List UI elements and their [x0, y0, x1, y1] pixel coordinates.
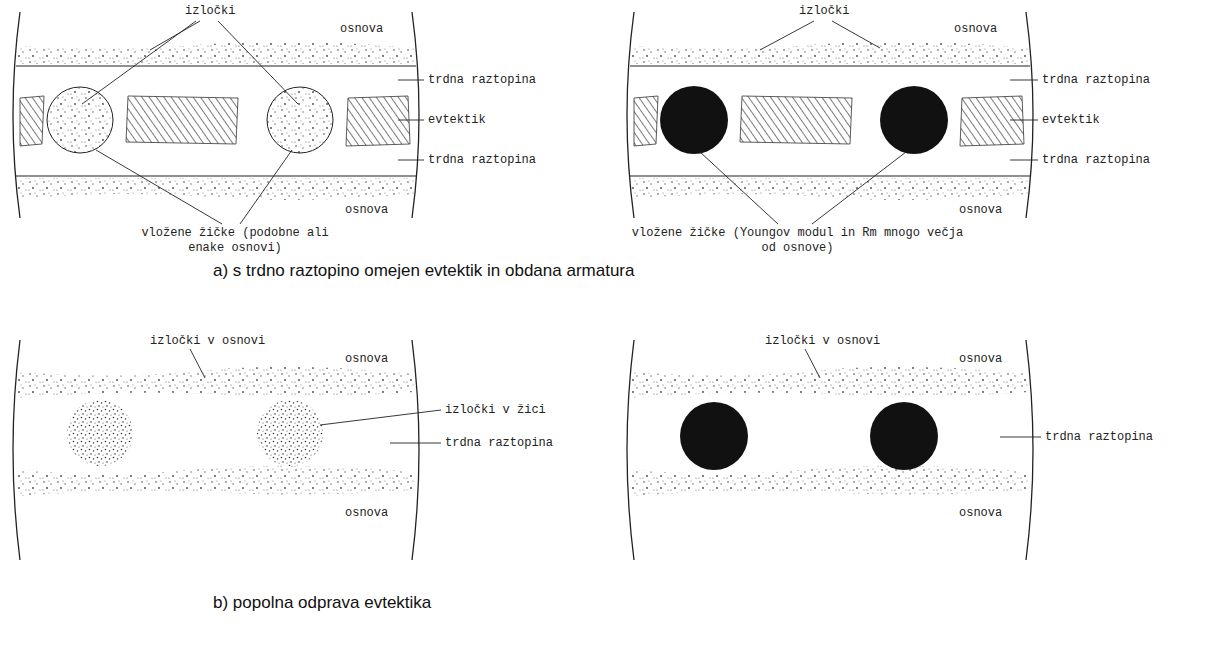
precipitate-label: izločki — [185, 4, 235, 19]
matrix-label: osnova — [959, 352, 1002, 367]
precipitate-label: izločki — [799, 4, 849, 19]
precipitate-label: izločki v osnovi — [765, 334, 880, 349]
matrix-label: osnova — [340, 22, 383, 37]
wire-precipitate-label: izločki v žici — [445, 403, 546, 418]
matrix-label: osnova — [345, 352, 388, 367]
matrix-label: osnova — [954, 22, 997, 37]
precipitate-label: izločki v osnovi — [150, 334, 265, 349]
eutectic-label: evtektik — [428, 113, 486, 128]
matrix-label: osnova — [959, 203, 1002, 218]
solid-solution-label: trdna raztopina — [428, 153, 536, 168]
wire-label: vložene žičke (podobne ali enake osnovi) — [130, 226, 340, 256]
caption: a) s trdno raztopino omejen evtektik in … — [213, 256, 653, 285]
wire-label: vložene žičke (Youngov modul in Rm mnogo… — [630, 226, 965, 256]
matrix-label: osnova — [959, 506, 1002, 521]
solid-solution-label: trdna raztopina — [1042, 73, 1150, 88]
solid-solution-label: trdna raztopina — [428, 73, 536, 88]
solid-solution-label: trdna raztopina — [1042, 153, 1150, 168]
eutectic-label: evtektik — [1042, 113, 1100, 128]
solid-solution-label: trdna raztopina — [445, 436, 553, 451]
caption: b) popolna odprava evtektika — [213, 588, 653, 617]
matrix-label: osnova — [345, 203, 388, 218]
matrix-label: osnova — [345, 506, 388, 521]
solid-solution-label: trdna raztopina — [1045, 430, 1153, 445]
